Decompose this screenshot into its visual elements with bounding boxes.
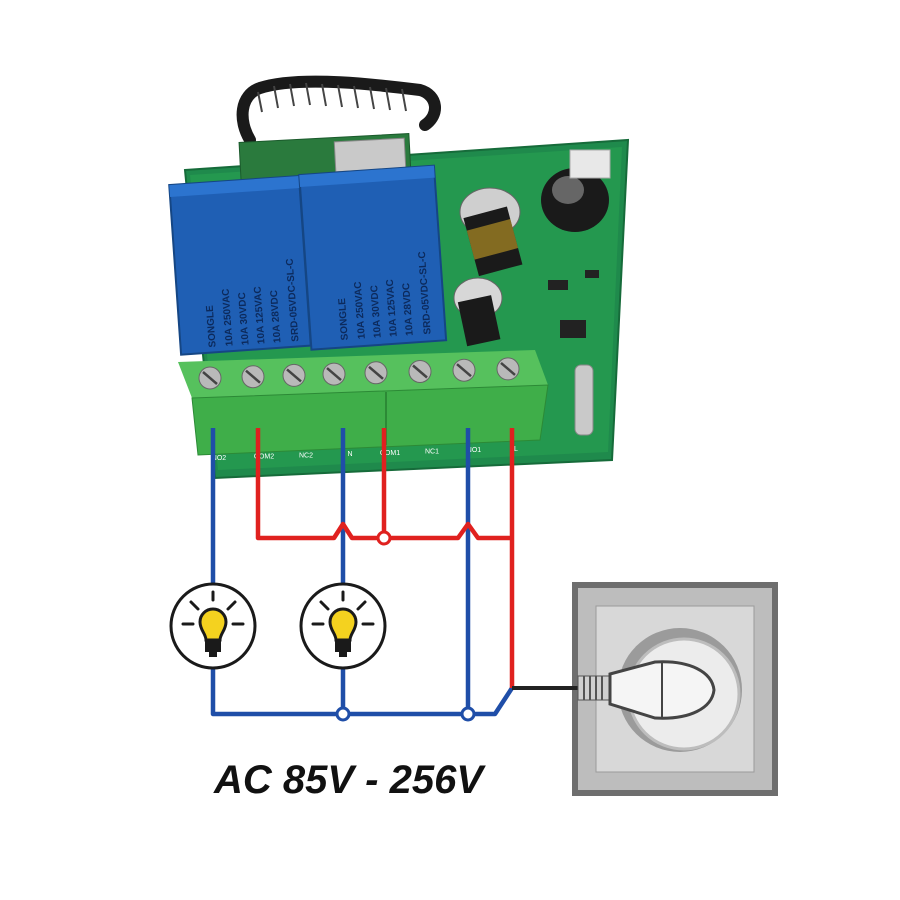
- screw-slot: [326, 367, 342, 382]
- bulb-icon: [169, 582, 257, 670]
- bulb-icon: [299, 582, 387, 670]
- terminal-label: NO2: [212, 455, 227, 462]
- screw-slot: [202, 371, 218, 385]
- resistor: [574, 364, 594, 436]
- terminal-label: COM2: [254, 454, 274, 461]
- terminal-label: COM1: [380, 450, 400, 457]
- screw-slot: [456, 363, 472, 378]
- live-wire-l: [384, 428, 515, 688]
- neutral-wire-n: [465, 428, 514, 717]
- plug-icon: [512, 660, 716, 720]
- relay-2-rating-2: 10A 125VAC: [385, 279, 400, 337]
- relay-1: SONGLE 10A 250VAC 10A 30VDC 10A 125VAC 1…: [168, 174, 312, 356]
- terminal-label: NC1: [425, 449, 439, 456]
- relay-2: SONGLE 10A 250VAC 10A 30VDC 10A 125VAC 1…: [298, 164, 448, 351]
- screw-slot: [286, 368, 302, 383]
- relay-2-rating-1: 10A 250VAC: [353, 281, 368, 339]
- inductor: [541, 149, 611, 232]
- terminal-label: NO1: [467, 447, 482, 454]
- screw-slot: [245, 369, 261, 384]
- terminal-block: NO2 COM2 NC2 N COM1 NC1 NO1 L: [178, 350, 549, 462]
- relay-1-rating-3: 10A 30VDC: [237, 292, 252, 346]
- screw-slot: [412, 364, 428, 379]
- relay-2-brand: SONGLE: [337, 297, 351, 340]
- capacitor-small: [453, 277, 503, 347]
- live-wire-com2: [255, 428, 384, 541]
- wire-junctions: [335, 530, 476, 722]
- screw-slot: [500, 361, 516, 376]
- screw-slot: [368, 365, 384, 380]
- junction-live: [376, 530, 392, 546]
- capacitor-large: [459, 187, 523, 277]
- relay-2-rating-4: 10A 28VDC: [401, 282, 416, 336]
- relay-1-rating-1: 10A 250VAC: [221, 288, 236, 346]
- terminal-label: L: [514, 446, 518, 453]
- terminal-label: N: [347, 451, 352, 458]
- relay-1-rating-2: 10A 125VAC: [253, 286, 268, 344]
- terminal-label: NC2: [299, 452, 313, 459]
- junction-neutral-1: [335, 706, 351, 722]
- junction-neutral-2: [460, 706, 476, 722]
- supply-voltage-label: AC 85V - 256V: [214, 758, 484, 802]
- relay-2-rating-3: 10A 30VDC: [369, 285, 384, 339]
- live-wiring: [255, 428, 515, 688]
- relay-1-brand: SONGLE: [205, 305, 219, 348]
- relay-1-rating-4: 10A 28VDC: [269, 290, 284, 344]
